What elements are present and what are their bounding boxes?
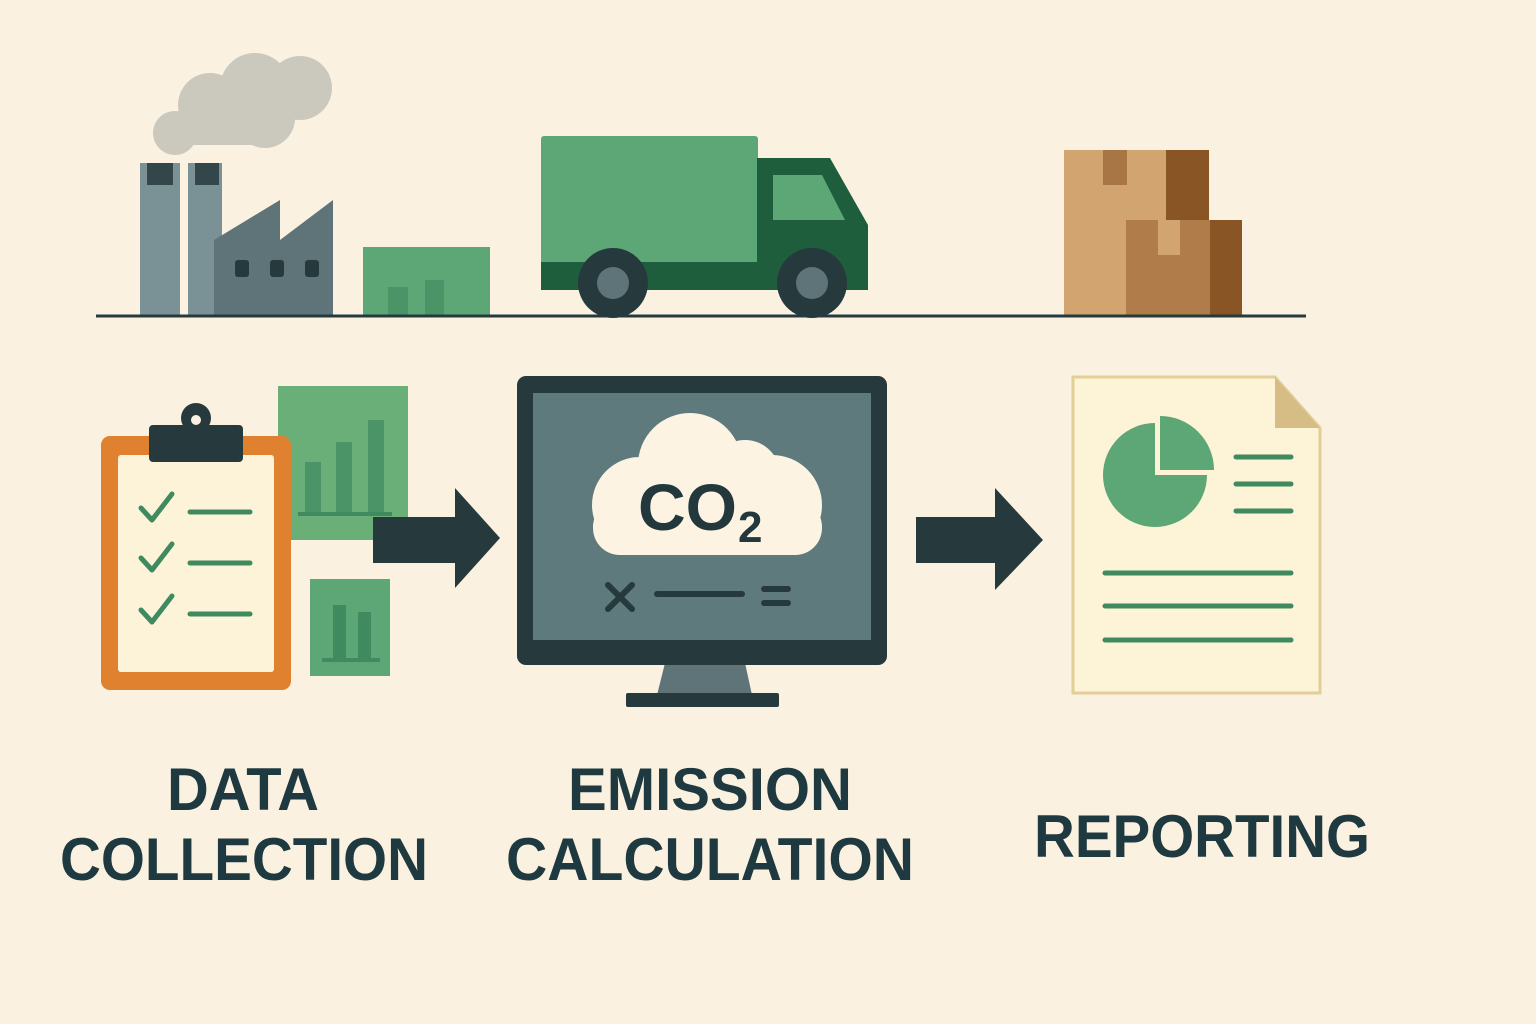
co2-subscript: 2 xyxy=(738,503,762,552)
step-label-reporting: REPORTING xyxy=(1034,803,1370,870)
boxes-icon xyxy=(1064,150,1242,315)
clipboard-checklist-icon xyxy=(101,386,408,690)
co2-label: CO xyxy=(638,470,737,544)
report-document-icon xyxy=(1071,375,1322,695)
factory-icon xyxy=(140,53,333,315)
step-label-data: DATA xyxy=(167,756,319,823)
smoke-cloud xyxy=(153,53,332,155)
step-label-collection: COLLECTION xyxy=(60,826,428,893)
step-label-calculation: CALCULATION xyxy=(506,826,914,893)
truck-icon xyxy=(541,136,868,318)
arrow-right-icon xyxy=(916,488,1043,590)
computer-monitor-icon: CO 2 xyxy=(517,376,887,707)
pie-chart-icon xyxy=(1103,423,1207,527)
arrow-right-icon xyxy=(373,488,500,588)
cloud-icon xyxy=(592,413,822,555)
step-label-emission: EMISSION xyxy=(568,756,852,823)
warehouse-icon xyxy=(363,247,490,315)
